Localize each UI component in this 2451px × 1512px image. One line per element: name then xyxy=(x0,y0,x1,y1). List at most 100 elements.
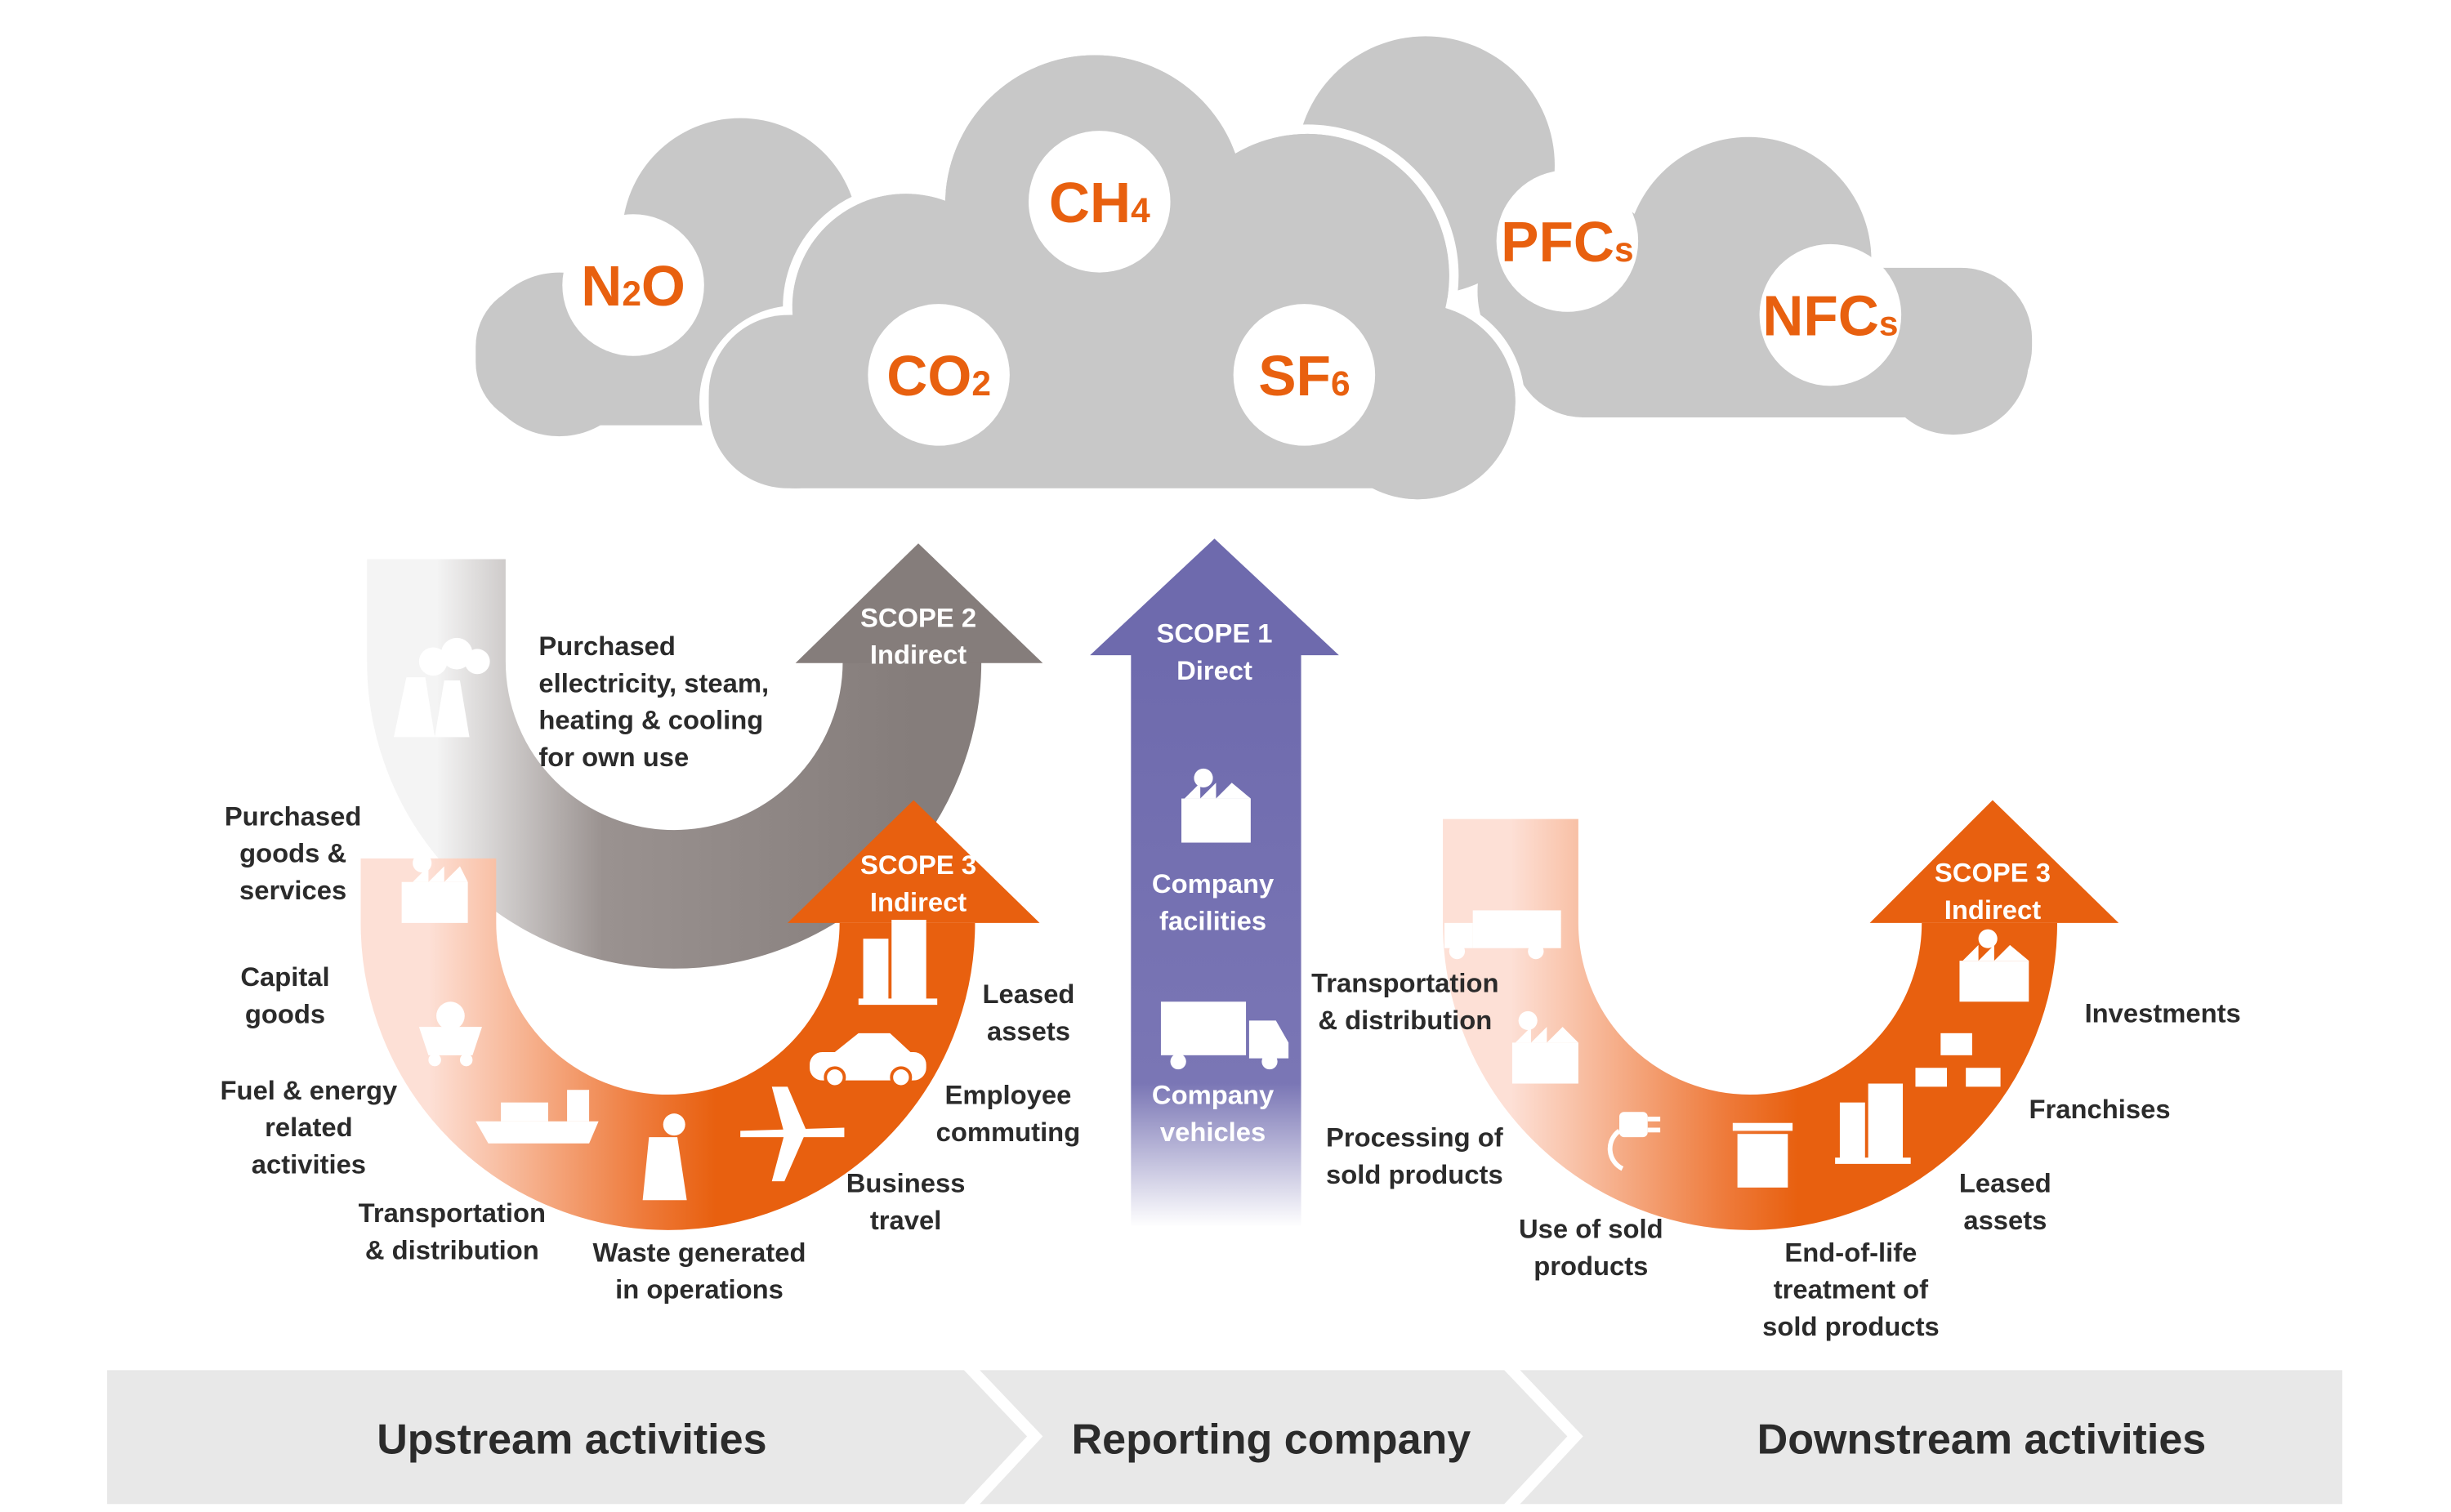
label-line: in operations xyxy=(615,1274,784,1305)
gas-bubble xyxy=(868,304,1010,446)
gas-co2: CO2 xyxy=(868,304,1010,446)
label-line: vehicles xyxy=(1160,1117,1266,1147)
label-line: assets xyxy=(987,1016,1070,1046)
label-line: related xyxy=(265,1112,352,1142)
label-line: Business xyxy=(846,1168,966,1198)
formula-subscript: 6 xyxy=(1331,364,1351,403)
upstream-item-label: Employee commuting xyxy=(936,1080,1081,1147)
shops-icon xyxy=(1915,1033,2001,1087)
label-line: assets xyxy=(1963,1205,2047,1235)
label-line: SCOPE 3 xyxy=(1935,858,2051,888)
gas-formula: NFCs xyxy=(1762,284,1898,348)
scope3-downstream-title: SCOPE 3 Indirect xyxy=(1935,858,2051,925)
label-line: SCOPE 1 xyxy=(1156,618,1272,649)
truck-icon xyxy=(1444,910,1561,960)
buildings-icon xyxy=(858,920,938,1006)
gas-formula: SF6 xyxy=(1258,344,1350,408)
upstream-item-label: Business travel xyxy=(846,1168,966,1235)
label-line: ellectricity, steam, xyxy=(538,667,769,698)
scope2-label: Purchased ellectricity, steam, heating & c… xyxy=(538,631,769,772)
scope1-arrow xyxy=(1090,538,1339,1227)
formula-main: N xyxy=(581,254,622,318)
factory-icon xyxy=(401,854,468,923)
banner-upstream xyxy=(107,1370,1028,1505)
gas-nfcs: NFCs xyxy=(1759,243,1902,386)
label-line: activities xyxy=(252,1148,366,1179)
cargo-ship-icon xyxy=(475,1090,599,1144)
label-line: Investments xyxy=(2085,997,2241,1028)
upstream-item-label: Leased assets xyxy=(983,979,1075,1046)
label-line: Transportation xyxy=(1311,968,1498,998)
label-line: facilities xyxy=(1159,906,1266,936)
formula-main: SF xyxy=(1258,344,1331,408)
label-line: Indirect xyxy=(870,640,967,670)
reporting-company-label: Reporting company xyxy=(1072,1416,1471,1464)
gas-pfcs: PFCs xyxy=(1496,170,1639,312)
label-line: SCOPE 3 xyxy=(860,850,976,880)
gas-sf6: SF6 xyxy=(1233,304,1376,446)
scope2-title: SCOPE 2 Indirect xyxy=(860,602,976,669)
gas-formula: PFCs xyxy=(1501,210,1633,274)
label-line: Leased xyxy=(983,979,1075,1009)
downstream-item-label: Franchises xyxy=(2029,1094,2171,1124)
formula-subscript: 2 xyxy=(971,364,991,403)
formula-main: CH xyxy=(1049,171,1131,234)
gas-bubble xyxy=(1233,304,1376,446)
activity-banner: Upstream activities Reporting company Do… xyxy=(107,1370,2342,1505)
formula-subscript: 2 xyxy=(622,274,641,313)
plug-icon xyxy=(1607,1112,1661,1171)
power-plant-icon xyxy=(394,637,490,738)
trash-can-icon xyxy=(1732,1122,1793,1188)
label-line: Fuel & energy xyxy=(221,1075,398,1105)
label-line: Company xyxy=(1152,1080,1275,1110)
downstream-activities-label: Downstream activities xyxy=(1757,1416,2207,1464)
label-line: End-of-life xyxy=(1784,1237,1917,1267)
label-line: Capital xyxy=(240,961,329,992)
label-line: commuting xyxy=(936,1117,1081,1147)
upstream-item-label: Waste generated in operations xyxy=(593,1237,806,1304)
label-line: treatment of xyxy=(1774,1274,1928,1305)
gas-formula: CO2 xyxy=(886,344,991,408)
formula-main: NFC xyxy=(1762,284,1879,348)
label-line: Indirect xyxy=(870,886,967,917)
label-line: Use of sold xyxy=(1519,1213,1663,1243)
label-line: Transportation xyxy=(359,1198,546,1228)
label-line: & distribution xyxy=(365,1235,539,1265)
downstream-item-label: Leased assets xyxy=(1959,1168,2051,1235)
gas-formula: CH4 xyxy=(1049,171,1150,234)
gas-n2o: N2O xyxy=(562,214,704,356)
formula-main: PFC xyxy=(1501,210,1614,274)
formula-main: CO xyxy=(886,344,971,408)
car-icon xyxy=(810,1033,926,1089)
label-line: Leased xyxy=(1959,1168,2051,1198)
gas-formula: N2O xyxy=(581,254,685,318)
label-line: sold products xyxy=(1326,1159,1503,1189)
scope2-arrow xyxy=(367,543,1043,969)
label-line: Purchased xyxy=(225,801,362,831)
downstream-item-label: Investments xyxy=(2085,997,2241,1028)
label-line: Waste generated xyxy=(593,1237,806,1267)
label-line: goods & xyxy=(239,838,346,868)
banner-downstream xyxy=(1520,1370,2342,1505)
label-line: for own use xyxy=(538,742,689,772)
factory-icon xyxy=(1511,1010,1578,1084)
label-line: Employee xyxy=(945,1080,1072,1110)
label-line: Direct xyxy=(1176,655,1252,685)
label-line: heating & cooling xyxy=(538,705,763,735)
banner-reporting xyxy=(980,1370,1568,1505)
upstream-item-label: Fuel & energy related activities xyxy=(221,1075,398,1180)
label-line: Purchased xyxy=(538,631,676,661)
downstream-item-label: Processing of sold products xyxy=(1326,1122,1503,1189)
formula-subscript: 4 xyxy=(1131,191,1150,230)
label-line: Processing of xyxy=(1326,1122,1503,1153)
formula-tail: O xyxy=(641,254,685,318)
label-line: Company xyxy=(1152,868,1275,899)
label-line: Indirect xyxy=(1944,894,2041,925)
gas-bubble xyxy=(1759,243,1902,386)
label-line: sold products xyxy=(1762,1311,1940,1341)
label-line: SCOPE 2 xyxy=(860,602,976,632)
label-line: travel xyxy=(870,1205,941,1235)
label-line: products xyxy=(1534,1251,1648,1281)
